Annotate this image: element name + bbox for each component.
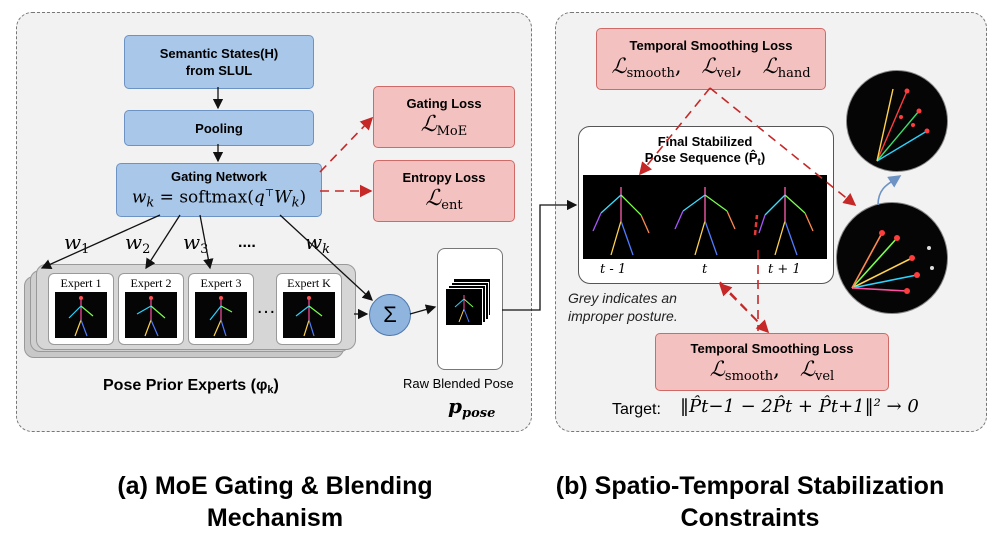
experts-title: Pose Prior Experts (φk) xyxy=(103,377,279,396)
entropy-loss-box: Entropy Loss ℒent xyxy=(373,160,515,222)
caption-left: (a) MoE Gating & Blending Mechanism xyxy=(117,472,433,532)
frame-label-current: t xyxy=(702,262,708,277)
experts-ellipsis: … xyxy=(256,296,276,318)
target-label: Target: xyxy=(612,401,661,418)
semantic-states-box: Semantic States(H) from SLUL xyxy=(124,35,314,89)
entropy-loss-symbol: ℒent xyxy=(425,185,463,213)
gating-network-label: Gating Network xyxy=(170,169,268,185)
bottom-temporal-loss-terms: ℒsmooth, ℒvel xyxy=(709,356,835,384)
blended-pose-image xyxy=(445,288,483,326)
frame-label-next: t + 1 xyxy=(768,262,801,277)
p-pose-symbol: ppose xyxy=(448,394,496,421)
gating-formula: wk = softmax(q⊤Wk) xyxy=(131,187,307,211)
bottom-temporal-loss-label: Temporal Smoothing Loss xyxy=(690,340,854,356)
target-formula: ‖P̂t−1 − 2P̂t + P̂t+1‖² → 0 xyxy=(680,396,919,417)
weight-label-2: w2 xyxy=(125,230,151,257)
gating-loss-box: Gating Loss ℒMoE xyxy=(373,86,515,148)
top-temporal-loss-terms: ℒsmooth, ℒvel, ℒhand xyxy=(611,53,811,81)
expert-pose-image xyxy=(195,292,247,338)
top-temporal-loss-label: Temporal Smoothing Loss xyxy=(629,37,793,53)
final-sequence-title: Final Stabilized Pose Sequence (P̂t) xyxy=(644,134,766,168)
bottom-temporal-loss-box: Temporal Smoothing Loss ℒsmooth, ℒvel xyxy=(655,333,889,391)
raw-blended-label: Raw Blended Pose xyxy=(403,376,514,391)
frame-label-prev: t - 1 xyxy=(600,262,627,277)
expert-card-3: Expert 3 xyxy=(188,273,254,345)
pose-sequence-strip xyxy=(583,175,827,259)
expert-pose-image xyxy=(125,292,177,338)
weight-label-3: w3 xyxy=(183,230,209,257)
expert-pose-image xyxy=(55,292,107,338)
expert-card-k: Expert K xyxy=(276,273,342,345)
weight-label-1: w1 xyxy=(64,230,90,257)
caption-right: (b) Spatio-Temporal Stabilization Constr… xyxy=(555,472,945,532)
hand-zoom-bottom xyxy=(836,202,948,314)
sum-node: Σ xyxy=(369,294,411,336)
weight-label-dots: .... xyxy=(238,234,256,251)
weight-label-k: wk xyxy=(305,230,331,257)
expert-pose-image xyxy=(283,292,335,338)
hand-zoom-top xyxy=(846,70,948,172)
entropy-loss-label: Entropy Loss xyxy=(402,169,486,185)
gating-loss-symbol: ℒMoE xyxy=(420,111,468,139)
gating-loss-label: Gating Loss xyxy=(406,95,482,111)
raw-blended-card xyxy=(437,248,503,370)
pooling-box: Pooling xyxy=(124,110,314,146)
grey-posture-note: Grey indicates an improper posture. xyxy=(568,290,678,324)
gating-network-box: Gating Network wk = softmax(q⊤Wk) xyxy=(116,163,322,217)
expert-card-2: Expert 2 xyxy=(118,273,184,345)
expert-card-1: Expert 1 xyxy=(48,273,114,345)
